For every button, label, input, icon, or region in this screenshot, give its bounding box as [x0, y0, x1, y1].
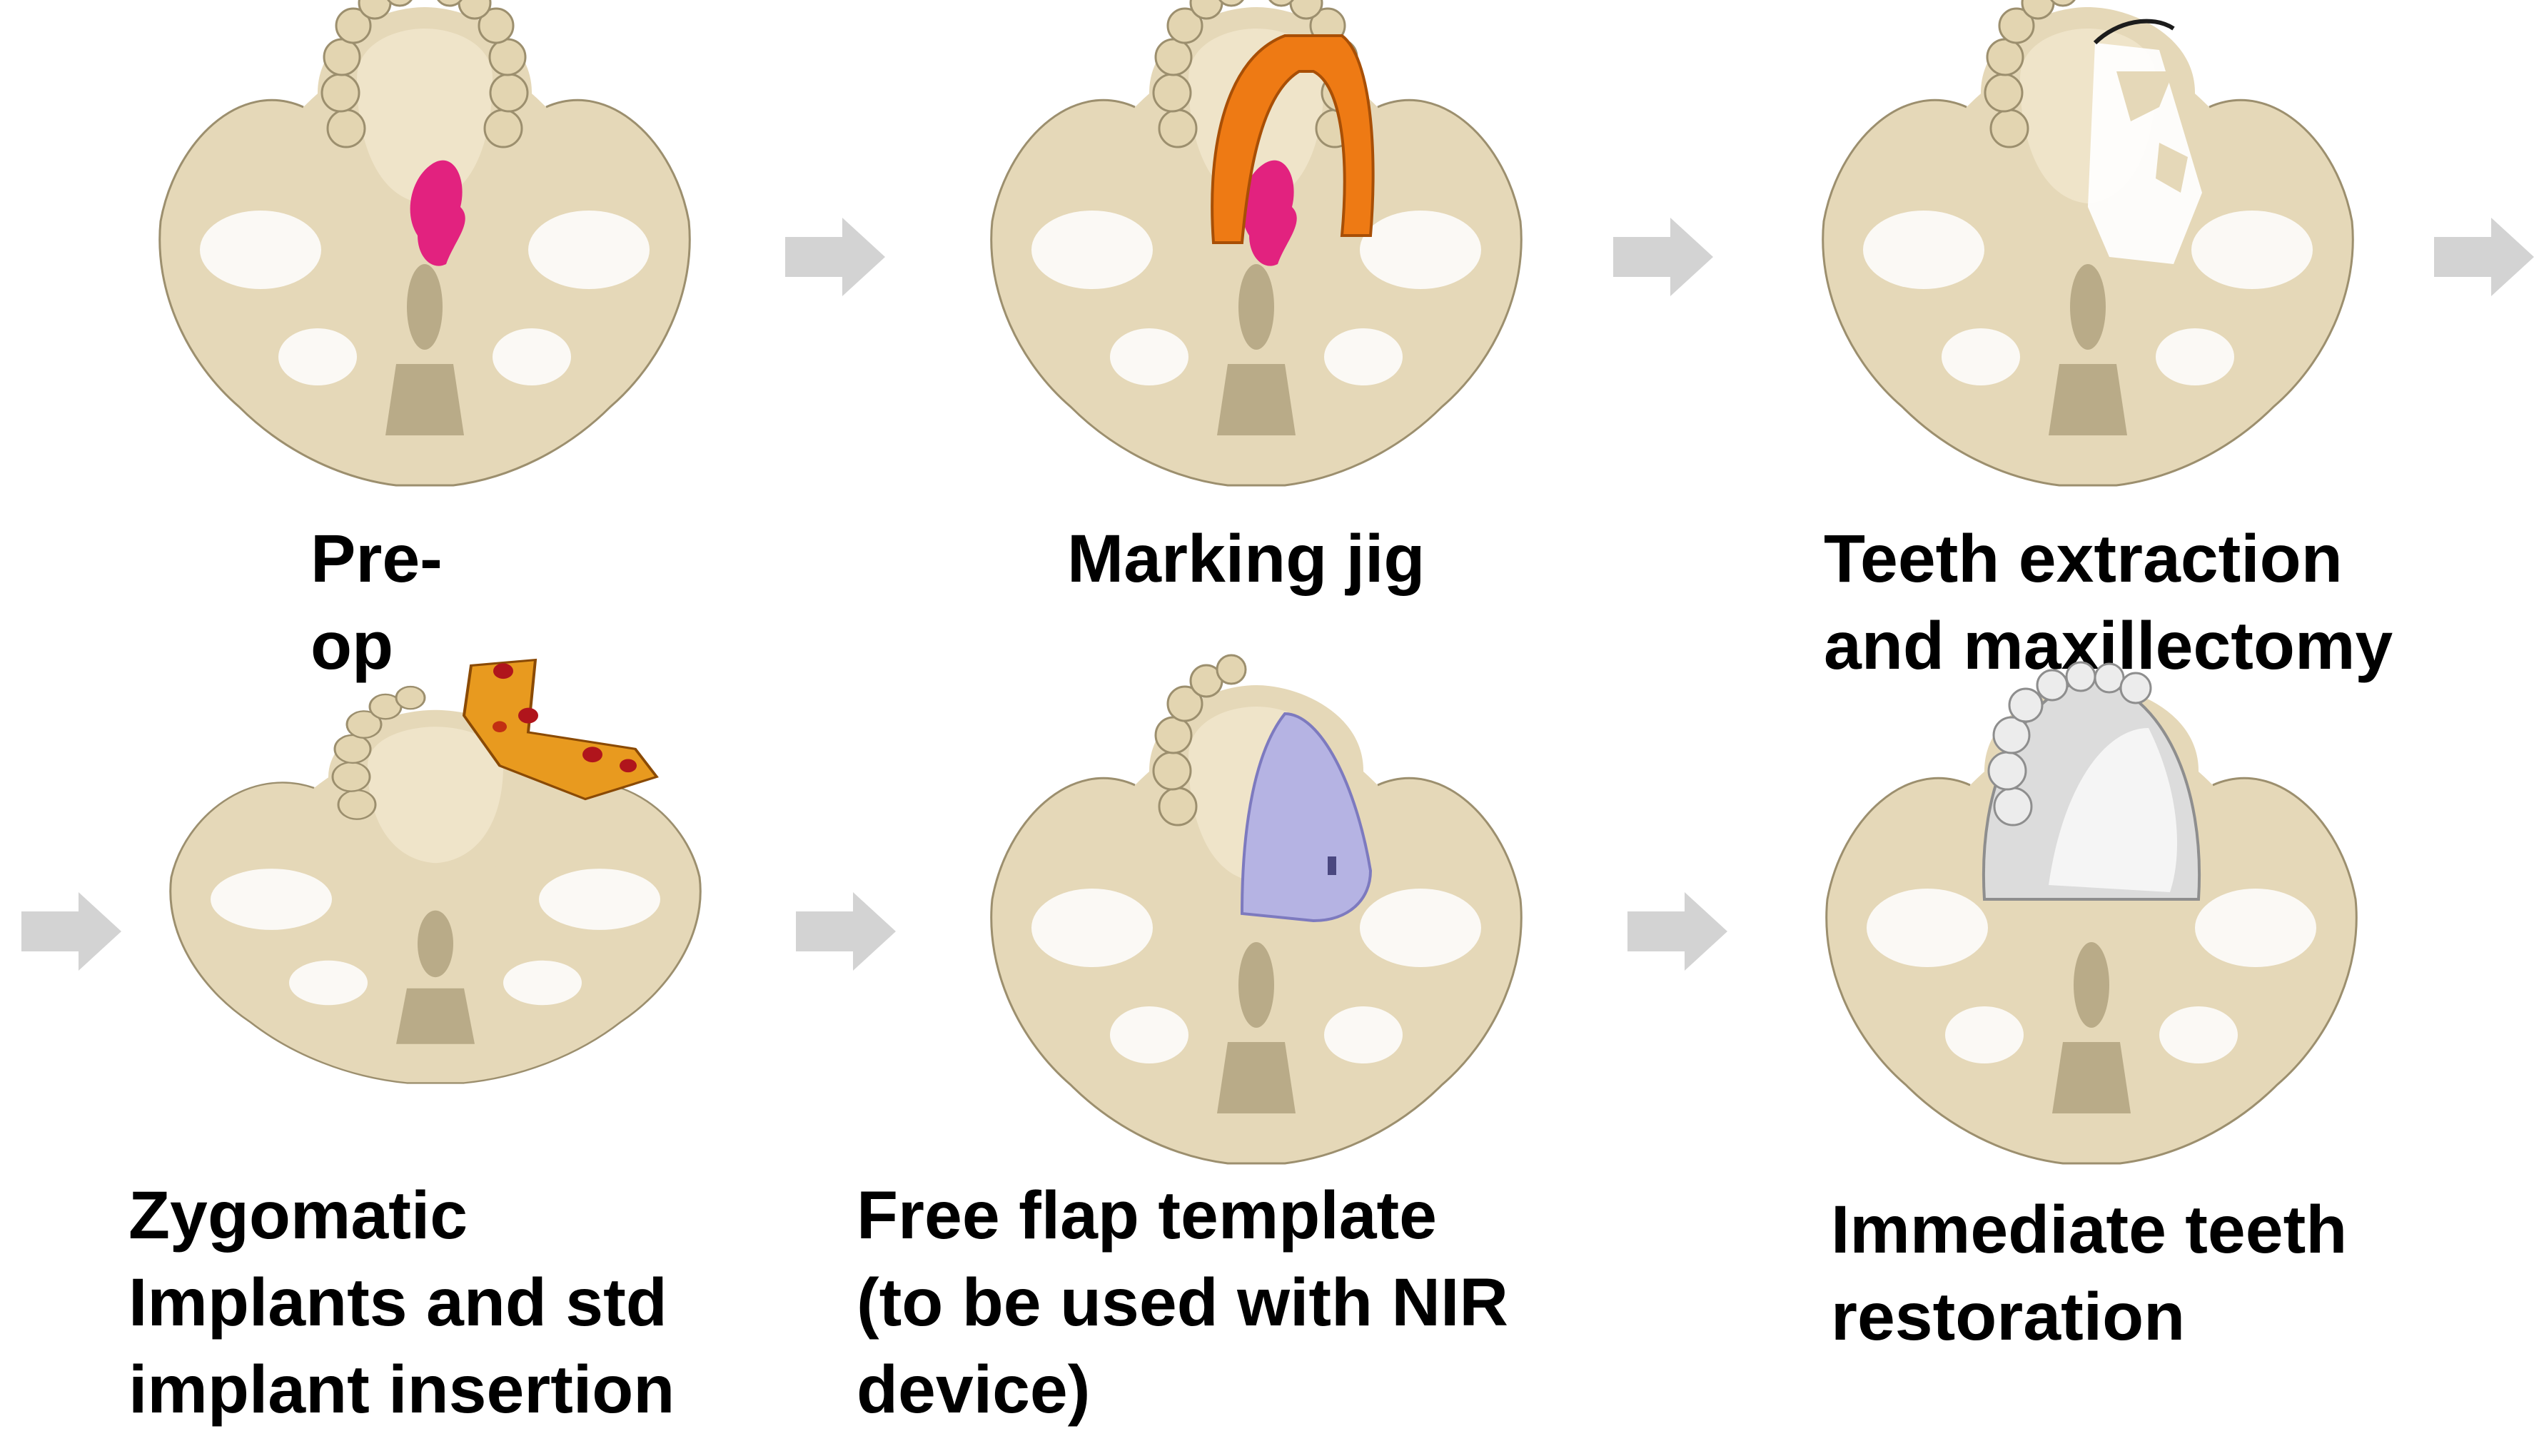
- purple-template: [1240, 712, 1373, 923]
- step-label-restoration: Immediate teeth restoration: [1831, 1192, 2366, 1355]
- step-label-flap-line: device): [857, 1352, 1090, 1427]
- right-arrow-icon: [1627, 892, 1727, 971]
- implants: [462, 658, 659, 801]
- resection-defect: [2088, 43, 2202, 264]
- step-label-extraction-line: Teeth extraction: [1824, 521, 2343, 597]
- step-label-flap-line: Free flap template: [857, 1178, 1437, 1253]
- step-label-restoration-line: Immediate teeth: [1831, 1192, 2347, 1268]
- grey-prosthesis: [1982, 661, 2201, 901]
- skull-implants-image: [169, 658, 702, 1084]
- skull-preop-image: [158, 0, 691, 487]
- step-label-flap-line: (to be used with NIR: [857, 1265, 1508, 1340]
- right-arrow-icon: [2434, 218, 2534, 296]
- step-label-extraction: Teeth extraction and maxillectomy: [1824, 521, 2393, 684]
- step-label-implants-line: Zygomatic: [128, 1178, 468, 1253]
- right-arrow-icon: [21, 892, 121, 971]
- step-label-jig-line: Marking jig: [1067, 521, 1425, 597]
- step-label-preop-line: op: [311, 608, 393, 684]
- skull-flap-image: [990, 654, 1523, 1165]
- right-arrow-icon: [796, 892, 896, 971]
- right-arrow-icon: [785, 218, 885, 296]
- skull-extraction-image: [1822, 0, 2354, 487]
- step-label-preop: Pre- op: [311, 521, 461, 684]
- step-label-jig: Marking jig: [1067, 521, 1425, 597]
- step-label-implants-line: Implants and std: [128, 1265, 667, 1340]
- tumor-highlight: [410, 160, 465, 266]
- right-arrow-icon: [1613, 218, 1713, 296]
- step-label-implants: Zygomatic Implants and std implant inser…: [128, 1178, 686, 1427]
- step-label-flap: Free flap template (to be used with NIR …: [857, 1178, 1527, 1427]
- orange-jig: [1211, 34, 1375, 244]
- skull-restoration-image: [1825, 661, 2358, 1165]
- step-label-implants-line: implant insertion: [128, 1352, 675, 1427]
- step-label-preop-line: Pre-: [311, 521, 443, 597]
- skull-jig-image: [990, 0, 1523, 487]
- step-label-restoration-line: restoration: [1831, 1279, 2185, 1355]
